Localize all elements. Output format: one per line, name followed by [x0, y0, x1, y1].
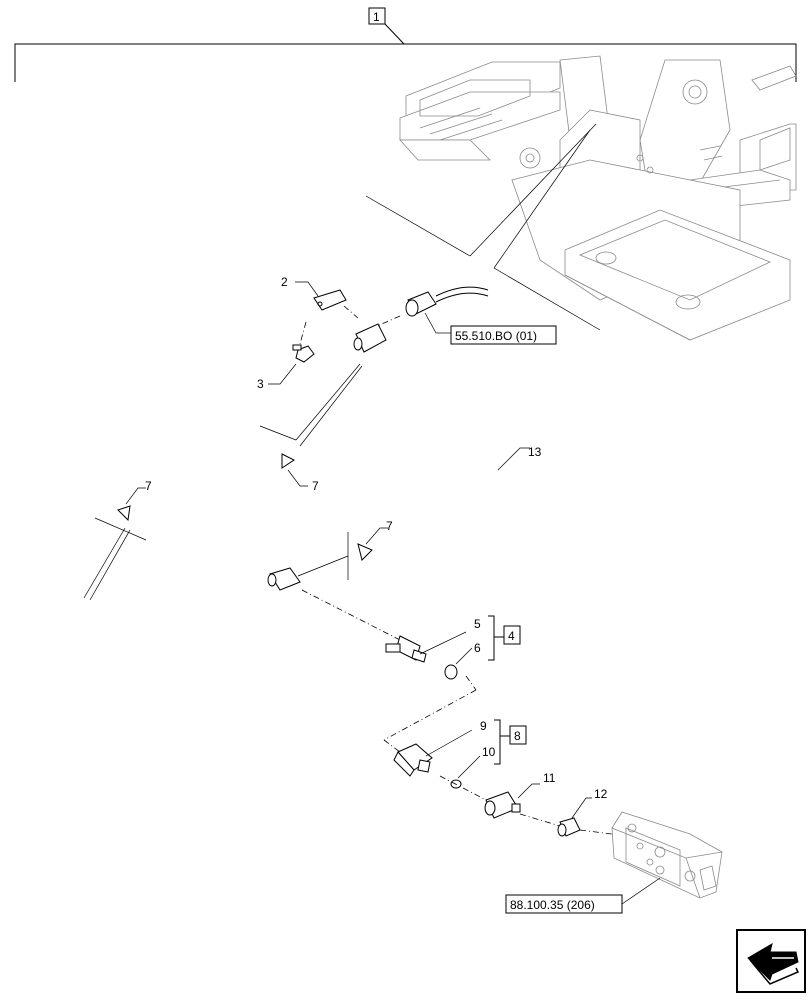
cable-tie-left	[117, 505, 131, 522]
callout-10: 10	[482, 745, 496, 759]
callout-7-upper: 7	[312, 479, 319, 493]
callout-7-left: 7	[145, 479, 152, 493]
sensor	[385, 635, 427, 663]
callout-3: 3	[257, 377, 264, 391]
bolt	[292, 344, 315, 363]
ref-box-connector[interactable]	[450, 325, 557, 345]
cable-tie-right	[357, 543, 373, 561]
callout-box-4[interactable]	[503, 625, 521, 645]
assembly-bracket: 1	[14, 7, 797, 82]
callout-box-1	[368, 7, 386, 25]
connector-plug	[405, 286, 489, 317]
callout-1: 1	[373, 10, 380, 24]
callout-box-8[interactable]	[509, 725, 527, 745]
callout-4[interactable]: 4	[508, 629, 515, 643]
arrow-nav-icon[interactable]	[736, 929, 806, 993]
ref-valve[interactable]: 88.100.35 (206)	[510, 898, 595, 912]
callout-13: 13	[528, 445, 542, 459]
valve-block	[611, 811, 723, 899]
callout-5: 5	[474, 617, 481, 631]
callout-12: 12	[594, 787, 608, 801]
plug	[557, 817, 581, 837]
callout-2: 2	[281, 275, 288, 289]
cable-tie-upper	[281, 453, 295, 469]
callout-11: 11	[543, 771, 556, 785]
o-ring-a	[444, 664, 458, 680]
callout-9: 9	[480, 719, 487, 733]
callout-7-right: 7	[386, 519, 393, 533]
ref-connector[interactable]: 55.510.BO (01)	[455, 329, 537, 343]
fitting	[484, 791, 521, 819]
callout-8[interactable]: 8	[514, 729, 521, 743]
wire-harness	[73, 323, 500, 663]
callout-6: 6	[474, 641, 481, 655]
clip	[313, 289, 347, 311]
ref-box-valve[interactable]	[505, 894, 623, 914]
adapter	[393, 743, 433, 777]
machine-frame	[399, 55, 797, 341]
